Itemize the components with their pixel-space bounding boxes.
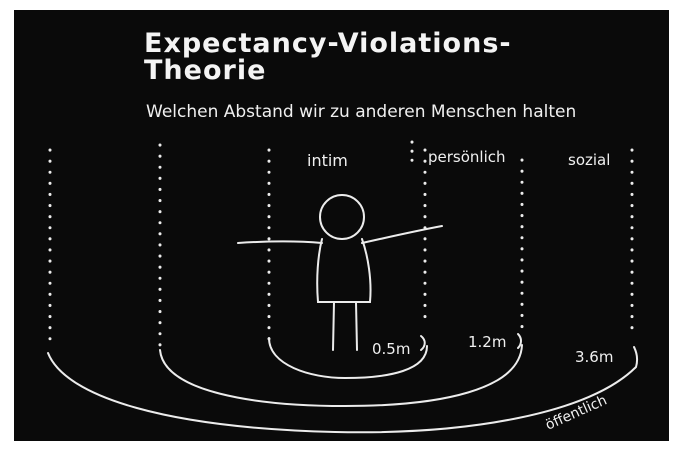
- label-persoenlich: persönlich: [428, 148, 506, 166]
- figure-right-arm: [361, 225, 443, 244]
- diagram-title: Expectancy-Violations- Theorie: [144, 30, 512, 84]
- distance-tick-intim: [420, 335, 426, 351]
- figure-head: [319, 194, 365, 240]
- title-line-1: Expectancy-Violations-: [144, 28, 512, 59]
- figure-right-leg: [355, 301, 358, 351]
- label-intim: intim: [307, 151, 348, 170]
- intim-arc: [268, 337, 428, 380]
- figure-left-leg: [332, 301, 335, 351]
- label-sozial: sozial: [568, 151, 610, 169]
- chalkboard: [14, 10, 669, 441]
- figure-body: [316, 238, 372, 303]
- sozial-arc: [47, 346, 639, 434]
- label-oeffentlich: öffentlich: [543, 392, 609, 433]
- persoenlich-arc: [159, 344, 523, 408]
- distance-intim: 0.5m: [372, 340, 410, 358]
- title-line-2: Theorie: [144, 55, 267, 86]
- distance-sozial: 3.6m: [575, 348, 613, 366]
- diagram-subtitle: Welchen Abstand wir zu anderen Menschen …: [146, 102, 577, 122]
- distance-persoenlich: 1.2m: [468, 333, 506, 351]
- figure-left-arm: [237, 240, 323, 244]
- distance-tick-persoenlich: [517, 333, 522, 349]
